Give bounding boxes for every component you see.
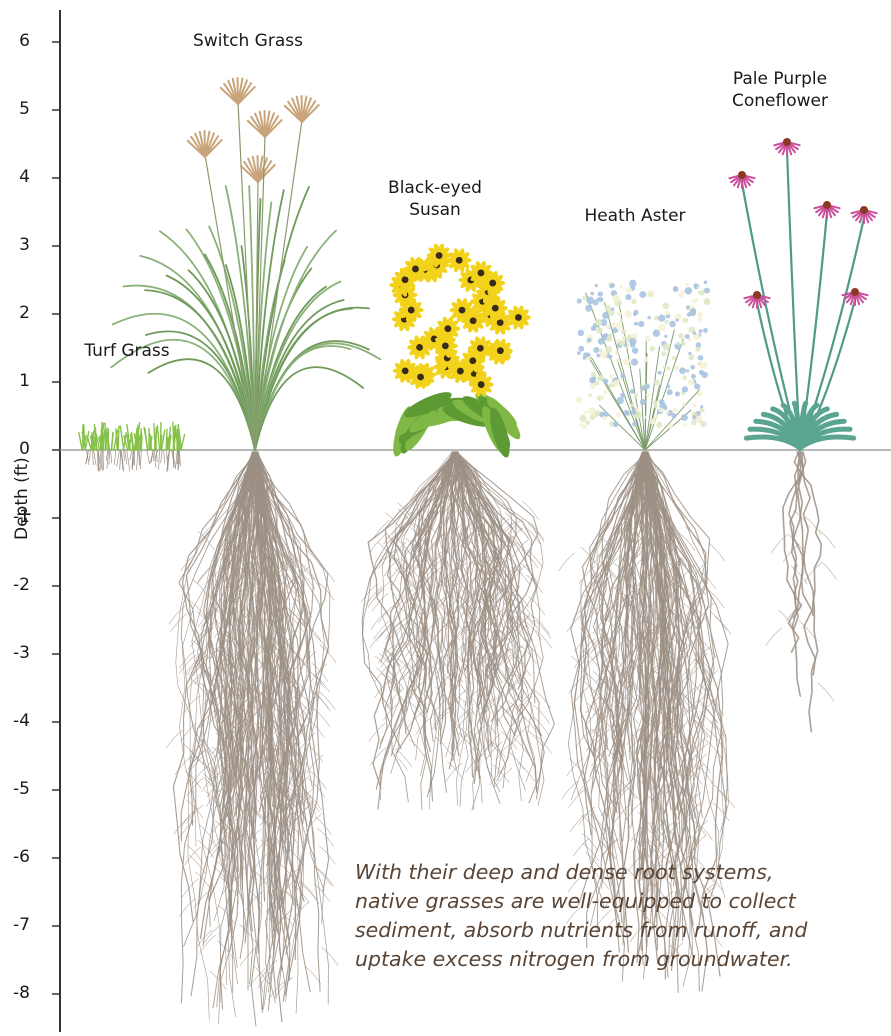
roots-coneflower <box>766 452 837 732</box>
axis-tick-label: 5 <box>0 99 30 119</box>
plant-label-switch-grass: Switch Grass <box>168 30 328 52</box>
coneflower-head <box>729 171 754 188</box>
coneflower-head <box>744 291 769 308</box>
coneflower-head <box>774 138 799 155</box>
axis-tick-label: -7 <box>0 915 30 935</box>
axis-tick-label: -2 <box>0 575 30 595</box>
axis-tick-label: 3 <box>0 235 30 255</box>
axis-tick-label: -6 <box>0 847 30 867</box>
caption-text: With their deep and dense root systems, … <box>355 858 875 974</box>
axis-ticks <box>52 42 60 994</box>
plant-label-heath-aster: Heath Aster <box>560 205 710 227</box>
axis-tick-label: -4 <box>0 711 30 731</box>
roots-black-eyed-susan <box>361 452 554 810</box>
axis-label: Depth (ft) <box>12 420 34 540</box>
heath-aster-illustration <box>575 280 710 450</box>
coneflower-head <box>814 201 839 218</box>
plant-illustrations <box>79 78 877 460</box>
roots-switch-grass <box>166 452 338 1026</box>
axis-tick-label: 6 <box>0 31 30 51</box>
axis-tick-label: -3 <box>0 643 30 663</box>
roots-turf-grass <box>86 450 181 472</box>
turf-grass-illustration <box>79 422 185 450</box>
axis-tick-label: -8 <box>0 983 30 1003</box>
plant-label-black-eyed-susan: Black-eyed Susan <box>370 177 500 221</box>
axis-tick-label: 4 <box>0 167 30 187</box>
axis-tick-label: -5 <box>0 779 30 799</box>
plant-label-coneflower: Pale Purple Coneflower <box>705 68 855 112</box>
black-eyed-susan-illustration <box>389 243 531 460</box>
axis-tick-label: 2 <box>0 303 30 323</box>
coneflower-illustration <box>729 138 876 450</box>
axis-tick-label: 1 <box>0 371 30 391</box>
switch-grass-illustration <box>111 78 380 450</box>
plant-label-turf: Turf Grass <box>62 340 192 362</box>
coneflower-head <box>851 206 876 223</box>
